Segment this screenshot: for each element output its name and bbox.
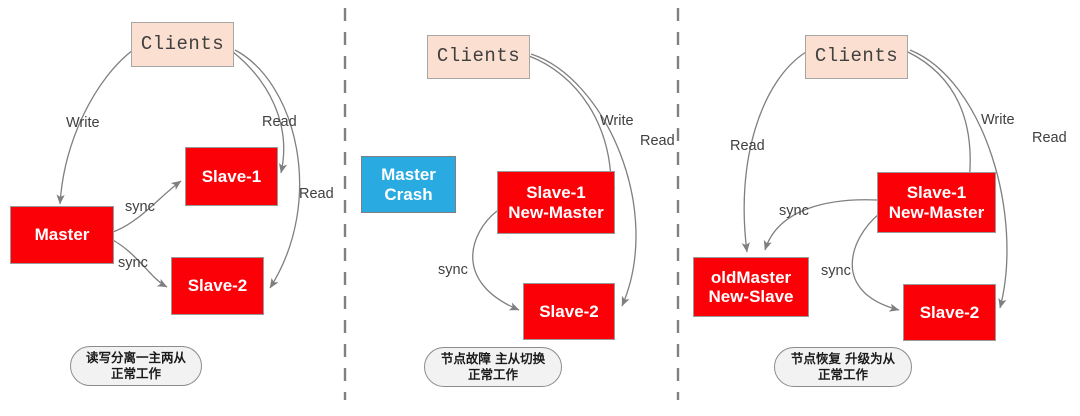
clients-box-p2[interactable]: Clients [427, 35, 530, 79]
caption-p2-line2: 正常工作 [467, 367, 518, 382]
caption-p1: 读写分离一主两从 正常工作 [70, 346, 202, 386]
edge-read-oldmaster-p3 [741, 51, 807, 253]
edge-sync-oldmaster-p3 [763, 199, 878, 251]
edge-write-p1 [56, 49, 134, 205]
master-crash-box-p2[interactable]: Master Crash [361, 156, 456, 213]
slave1-line1-p3: Slave-1 [906, 183, 967, 203]
edge-label-sync2-p3: sync [821, 263, 851, 279]
edge-write-p3 [907, 51, 973, 198]
slave1-line2-p2: New-Master [508, 202, 604, 222]
caption-p1-line1: 读写分离一主两从 [85, 350, 186, 366]
slave2-label-p2: Slave-2 [539, 301, 599, 321]
caption-p1-line2: 正常工作 [110, 366, 161, 381]
clients-label-p3: Clients [814, 45, 899, 68]
edge-read-slave1-p1 [232, 51, 288, 174]
clients-box-p3[interactable]: Clients [805, 35, 908, 79]
old-master-line1-p3: oldMaster [710, 267, 792, 287]
edge-label-read-slave1-p1: Read [262, 114, 297, 130]
slave2-box-p1[interactable]: Slave-2 [171, 257, 264, 315]
clients-label-p2: Clients [436, 45, 521, 68]
caption-p3-line2: 正常工作 [817, 367, 868, 382]
edge-label-read-slave2-p1: Read [299, 186, 334, 202]
edge-read-p2 [530, 53, 637, 307]
master-crash-line2-p2: Crash [384, 184, 433, 204]
caption-p2-line1: 节点故障 主从切换 [440, 351, 546, 367]
slave1-box-p1[interactable]: Slave-1 [185, 147, 278, 206]
old-master-line2-p3: New-Slave [708, 287, 794, 306]
edge-sync-slave2-p1 [112, 239, 168, 288]
edge-label-sync1-p1: sync [125, 199, 155, 215]
edge-label-write-p2: Write [600, 113, 634, 129]
caption-p3-line1: 节点恢复 升级为从 [790, 351, 896, 367]
edge-label-sync1-p3: sync [779, 203, 809, 219]
slave2-box-p3[interactable]: Slave-2 [903, 284, 996, 341]
slave2-label-p3: Slave-2 [919, 302, 980, 322]
edge-label-read-oldmaster-p3: Read [730, 138, 765, 154]
edge-label-sync2-p1: sync [118, 255, 148, 271]
slave1-label-p1: Slave-1 [201, 166, 262, 186]
edge-label-read-p2: Read [640, 133, 675, 149]
edge-label-write-p3: Write [981, 112, 1015, 128]
clients-label-p1: Clients [140, 32, 225, 55]
master-crash-line1-p2: Master [381, 165, 436, 185]
slave1-new-master-box-p2[interactable]: Slave-1 New-Master [497, 171, 615, 234]
slave2-label-p1: Slave-2 [187, 276, 248, 296]
edge-label-sync-p2: sync [438, 262, 468, 278]
edge-sync-slave1-p1 [112, 180, 182, 233]
edge-label-write-p1: Write [66, 115, 100, 131]
master-label-p1: Master [34, 225, 90, 245]
slave1-line1-p2: Slave-1 [526, 183, 586, 203]
clients-box-p1[interactable]: Clients [131, 22, 234, 67]
slave1-new-master-box-p3[interactable]: Slave-1 New-Master [877, 172, 996, 233]
edge-label-read-slave2-p3: Read [1032, 130, 1067, 146]
master-box-p1[interactable]: Master [10, 206, 114, 264]
slave2-box-p2[interactable]: Slave-2 [523, 283, 615, 340]
old-master-box-p3[interactable]: oldMaster New-Slave [693, 257, 809, 317]
edge-sync-slave2-p3 [851, 213, 900, 312]
edge-read-slave2-p3 [909, 49, 1008, 309]
caption-p3: 节点恢复 升级为从 正常工作 [774, 347, 912, 387]
edge-read-slave2-p1 [234, 49, 301, 289]
caption-p2: 节点故障 主从切换 正常工作 [424, 347, 562, 387]
edge-sync-p2 [472, 210, 520, 311]
slave1-line2-p3: New-Master [888, 202, 985, 222]
